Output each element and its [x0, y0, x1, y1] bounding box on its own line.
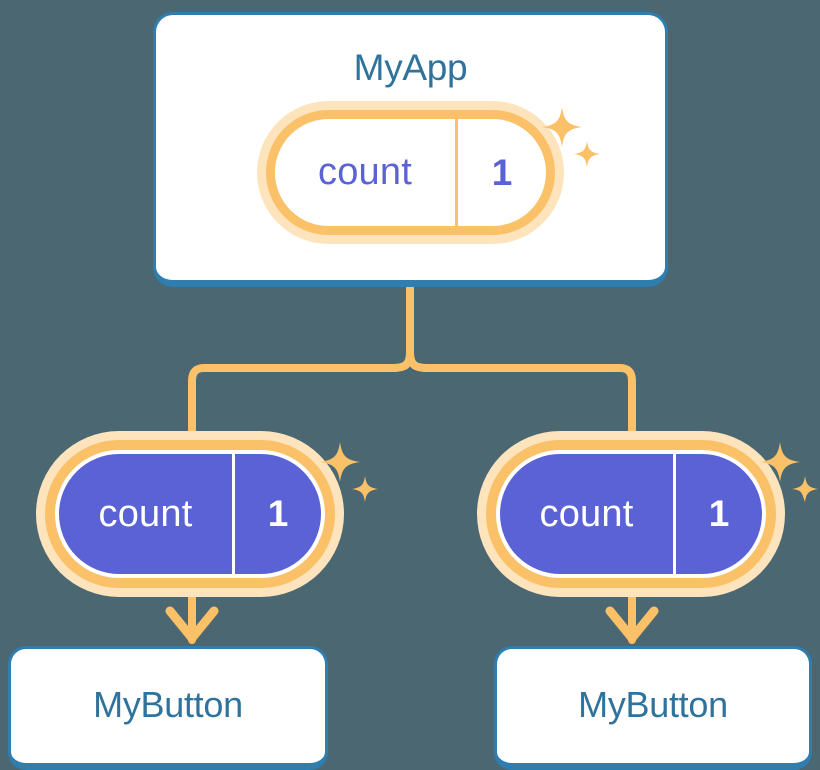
sparkle-icon — [320, 442, 378, 502]
state-pill-divider — [673, 454, 676, 574]
state-pill-divider — [232, 454, 235, 574]
state-pill-right[interactable]: count 1 — [496, 450, 766, 578]
component-card-mybutton-right[interactable]: MyButton — [494, 646, 812, 770]
state-value-label: 1 — [267, 493, 289, 534]
connector-stem-and-branches — [188, 284, 636, 450]
card-title-mybutton-right: MyButton — [578, 684, 728, 725]
state-pill-left-body[interactable]: count 1 — [55, 450, 325, 578]
arrow-down-left-head — [165, 606, 219, 643]
arrow-down-right-head — [605, 606, 659, 643]
sparkle-icon — [760, 442, 818, 502]
state-pill-root-body[interactable]: count 1 — [266, 110, 555, 235]
state-key-label: count — [539, 492, 634, 535]
state-pill-divider — [455, 119, 458, 226]
component-card-mybutton-left[interactable]: MyButton — [8, 646, 328, 770]
sparkle-group-left — [318, 440, 380, 515]
card-title-mybutton-left: MyButton — [93, 684, 243, 725]
state-pill-root[interactable]: count 1 — [266, 110, 555, 235]
state-key-label: count — [318, 151, 412, 193]
state-key-label: count — [98, 492, 193, 535]
card-title-myapp: MyApp — [353, 47, 468, 88]
state-pill-left[interactable]: count 1 — [55, 450, 325, 578]
state-pill-right-body[interactable]: count 1 — [496, 450, 766, 578]
state-value-label: 1 — [491, 151, 513, 193]
sparkle-group-right — [758, 440, 820, 515]
state-value-label: 1 — [708, 493, 730, 534]
